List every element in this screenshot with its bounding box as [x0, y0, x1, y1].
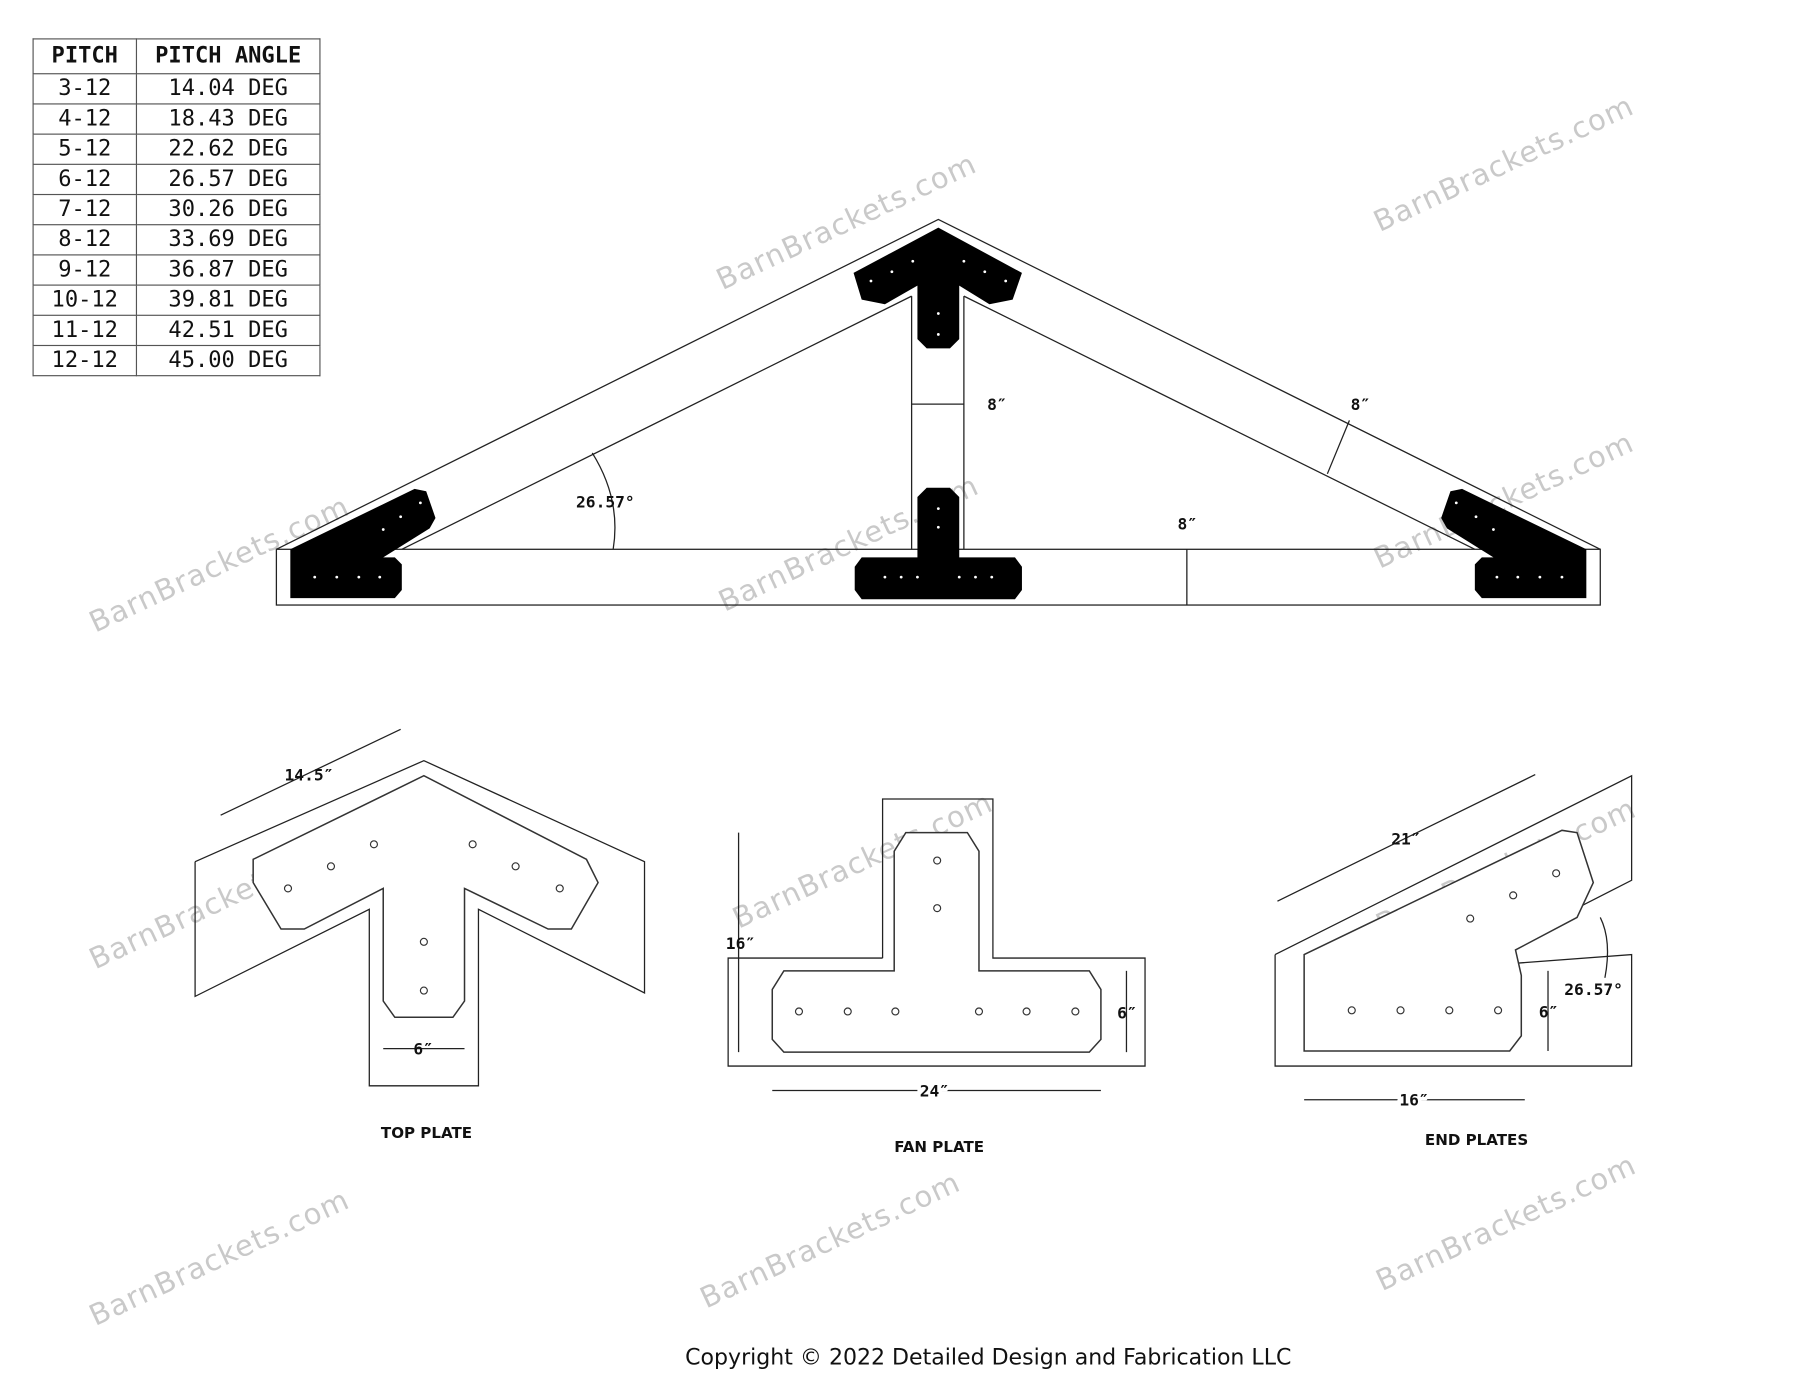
- top-plate-stem-width-label: 6″: [413, 1039, 433, 1058]
- angle-cell: 30.26 DEG: [135, 193, 321, 226]
- pitch-cell: 10-12: [32, 284, 138, 316]
- watermark: BarnBrackets.com: [84, 1182, 355, 1332]
- angle-cell: 33.69 DEG: [135, 224, 321, 256]
- angle-cell: 26.57 DEG: [135, 163, 321, 196]
- end-plate-width-label: 16″: [1399, 1091, 1428, 1110]
- top-plate-detail: 14.5″ 6″ TOP PLATE: [194, 728, 646, 1142]
- watermark: BarnBrackets.com: [695, 1165, 966, 1315]
- rafter-depth-label: 8″: [1351, 395, 1371, 414]
- end-plates-caption: END PLATES: [1425, 1131, 1528, 1149]
- pitch-cell: 5-12: [32, 133, 138, 165]
- pitch-cell: 12-12: [32, 344, 138, 377]
- end-plate-length-label: 21″: [1391, 829, 1420, 848]
- pitch-cell: 3-12: [32, 73, 138, 105]
- truss-elevation: 8″ 8″ 26.57° 8″: [275, 218, 1601, 606]
- fan-plate-width-label: 24″: [920, 1081, 949, 1100]
- table-header-row: PITCH PITCH ANGLE: [32, 38, 321, 75]
- pitch-cell: 8-12: [32, 224, 138, 256]
- angle-cell: 18.43 DEG: [135, 103, 321, 135]
- king-post-width-label: 8″: [987, 395, 1007, 414]
- right-end-bracket: [1441, 488, 1587, 599]
- bottom-chord-depth-label: 8″: [1178, 515, 1198, 534]
- watermark: BarnBrackets.com: [1368, 88, 1639, 238]
- angle-cell: 39.81 DEG: [135, 284, 321, 316]
- header-pitch: PITCH: [32, 38, 138, 75]
- truss-angle-label: 26.57°: [576, 492, 635, 511]
- left-end-bracket: [290, 488, 436, 599]
- fan-plate-depth-label: 6″: [1117, 1003, 1137, 1022]
- top-bracket: [853, 227, 1022, 349]
- watermark: BarnBrackets.com: [1371, 1147, 1642, 1297]
- angle-cell: 42.51 DEG: [135, 314, 321, 347]
- pitch-cell: 4-12: [32, 103, 138, 135]
- pitch-cell: 6-12: [32, 163, 138, 196]
- angle-cell: 22.62 DEG: [135, 133, 321, 165]
- fan-plate-caption: FAN PLATE: [894, 1138, 984, 1156]
- end-plates-detail: 21″ 26.57° 6″ 16″ END PLATES: [1274, 774, 1633, 1149]
- fan-plate-detail: 16″ 6″ 24″ FAN PLATE: [726, 798, 1146, 1156]
- angle-cell: 36.87 DEG: [135, 254, 321, 286]
- top-plate-length-label: 14.5″: [285, 765, 334, 784]
- angle-cell: 45.00 DEG: [135, 344, 321, 377]
- fan-bracket: [854, 487, 1022, 600]
- angle-cell: 14.04 DEG: [135, 73, 321, 105]
- pitch-cell: 11-12: [32, 314, 138, 347]
- end-plate-depth-label: 6″: [1539, 1002, 1559, 1021]
- top-plate-caption: TOP PLATE: [381, 1124, 472, 1142]
- header-pitch-angle: PITCH ANGLE: [135, 38, 321, 75]
- pitch-cell: 9-12: [32, 254, 138, 286]
- copyright-notice: Copyright © 2022 Detailed Design and Fab…: [685, 1346, 1291, 1371]
- end-plate-angle-label: 26.57°: [1564, 980, 1623, 999]
- pitch-cell: 7-12: [32, 193, 138, 226]
- fan-plate-height-label: 16″: [726, 934, 755, 953]
